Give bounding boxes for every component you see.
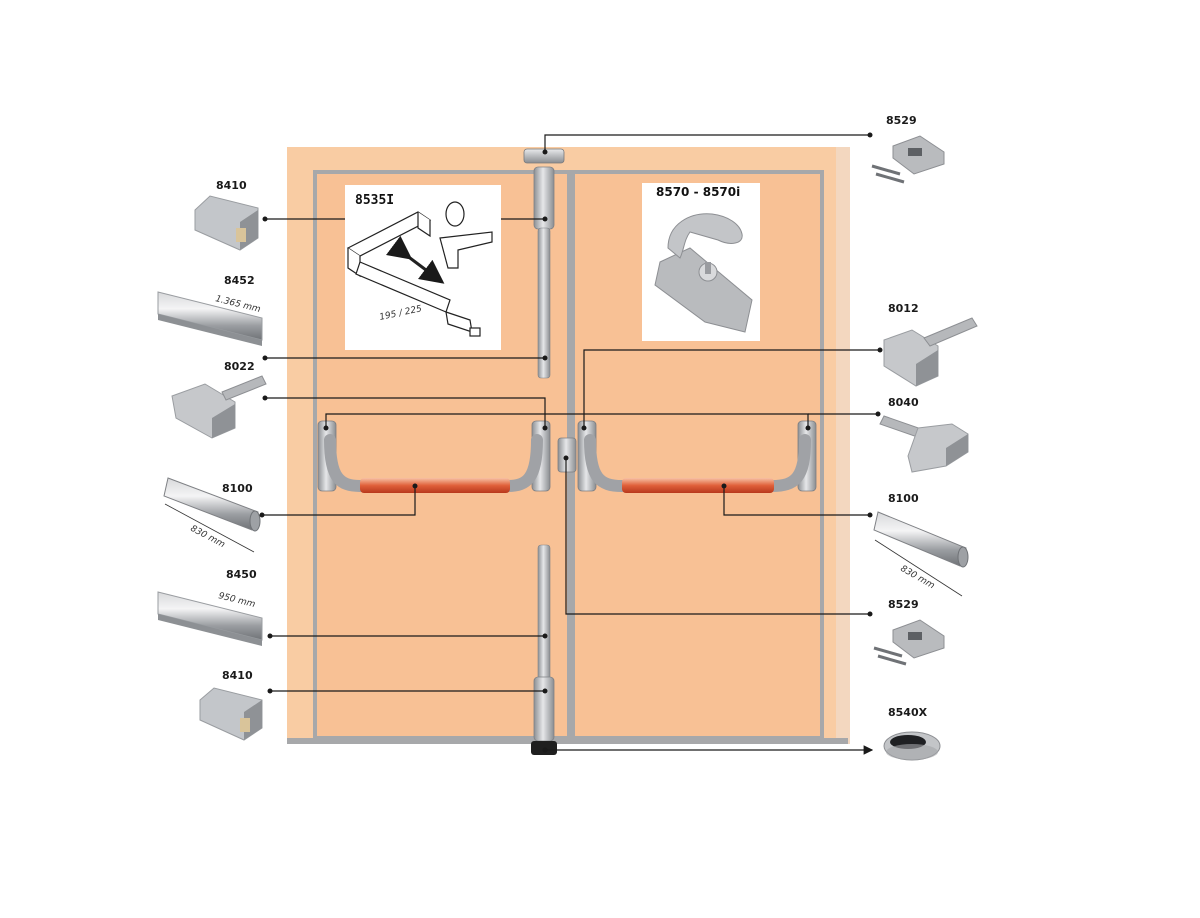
left-code-1: 8410 — [216, 179, 247, 192]
floor-socket-8540X-icon — [883, 731, 941, 761]
right-code-6: 8540X — [888, 706, 928, 719]
door-shadow-right — [836, 147, 850, 744]
rod-channel-8452-icon — [157, 291, 263, 346]
push-bar-end-cap-8022-icon — [171, 375, 267, 439]
vertical-rod-top — [523, 148, 565, 379]
inset-rod-guide-arrow — [386, 235, 445, 284]
center-strike-plate-8529-icon — [873, 619, 945, 666]
left-code-4: 8100 — [222, 482, 253, 495]
right-code-4: 8100 — [888, 492, 919, 505]
top-bolt-cover-8410-icon — [194, 195, 259, 251]
push-bar-right — [577, 420, 817, 493]
inset-handle-code: 8570 - 8570i — [656, 185, 740, 199]
push-tube-8100-left-icon — [163, 477, 261, 553]
left-components: 8410 8452 1.365 mm 8022 8100 830 mm 845 — [157, 179, 267, 741]
push-bar-right-arm-right — [766, 434, 811, 492]
push-bar-left — [317, 420, 551, 493]
leader-dots — [259, 132, 883, 753]
left-code-6: 8410 — [222, 669, 253, 682]
rod-lower — [537, 544, 551, 681]
right-code-1: 8529 — [886, 114, 917, 127]
inset-handle: 8570 - 8570i — [642, 183, 760, 341]
push-bar-left-arm-right — [502, 434, 543, 492]
left-code-2: 8452 — [224, 274, 255, 287]
push-bar-left-arm-left — [324, 434, 366, 492]
rod-guide-bracket-drawing — [346, 201, 493, 337]
rod-upper — [537, 227, 551, 379]
right-code-5: 8529 — [888, 598, 919, 611]
inset-rod-guide: 8535I 195 / 225 — [345, 185, 501, 350]
rod-channel-8450-icon — [157, 591, 263, 646]
right-code-2: 8012 — [888, 302, 919, 315]
rod-guide-bottom — [533, 676, 555, 742]
right-dimension-4: 830 mm — [899, 564, 937, 592]
door-frame-bottom — [287, 738, 848, 744]
center-keeper — [557, 437, 577, 473]
push-bar-left-tube — [360, 478, 510, 493]
bottom-bolt-cover-8410-icon — [199, 687, 263, 741]
left-code-3: 8022 — [224, 360, 255, 373]
push-tube-8100-right-icon — [873, 511, 969, 597]
push-bar-end-cap-8012-icon — [883, 317, 978, 387]
left-code-5: 8450 — [226, 568, 257, 581]
push-bar-right-tube — [622, 478, 774, 493]
outside-lever-handle-drawing — [654, 213, 753, 333]
right-components: 8529 8012 8040 8100 830 mm 85 — [871, 114, 978, 761]
push-bar-right-arm-left — [584, 434, 628, 492]
right-code-3: 8040 — [888, 396, 919, 409]
left-dimension-4: 830 mm — [189, 524, 227, 551]
push-bar-end-cap-8040-icon — [879, 415, 969, 473]
top-latch-bolt — [523, 148, 565, 164]
inset-rod-guide-code: 8535I — [355, 193, 394, 208]
left-dimension-5: 950 mm — [217, 591, 256, 610]
top-strike-plate-8529-icon — [871, 135, 945, 184]
leader-lines — [262, 134, 880, 755]
